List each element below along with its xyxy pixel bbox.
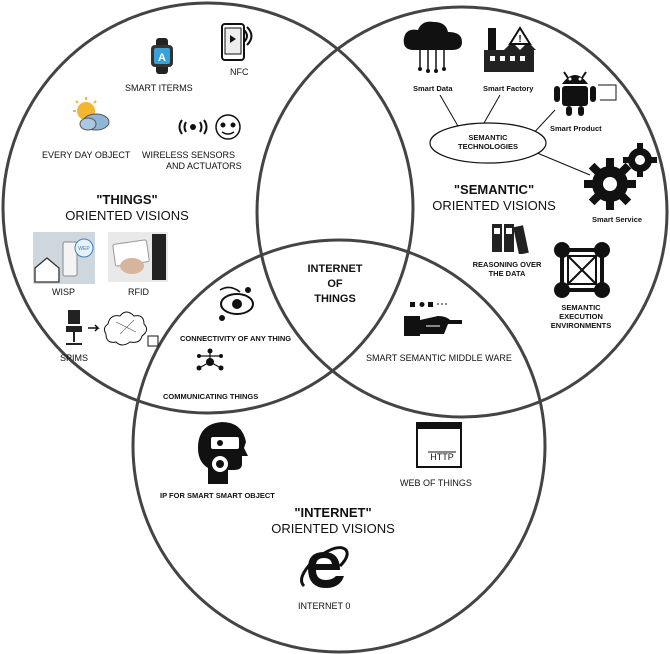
- internet-explorer-icon: [300, 546, 349, 588]
- internet-heading: "INTERNET" ORIENTED VISIONS: [248, 505, 418, 536]
- spims-icon: [66, 310, 159, 347]
- internet-heading-line1: "INTERNET": [294, 505, 372, 520]
- factory-icon: !: [484, 26, 536, 72]
- smart-product-label: Smart Product: [550, 124, 602, 133]
- wisp-label: WISP: [52, 287, 76, 297]
- semantic-heading-line1: "SEMANTIC": [453, 182, 535, 197]
- and-actuators-label: AND ACTUATORS: [166, 161, 242, 171]
- semantic-technologies-ellipse: [429, 122, 547, 164]
- smart-factory-label: Smart Factory: [483, 84, 534, 93]
- network-node-icon: [196, 348, 224, 371]
- exec-line3: ENVIRONMENTS: [550, 321, 612, 330]
- http-window-icon: HTTP: [416, 422, 462, 468]
- things-heading-line1: "THINGS": [96, 192, 158, 207]
- semantic-heading-line2: ORIENTED VISIONS: [432, 197, 556, 213]
- svg-text:WEP: WEP: [78, 246, 90, 252]
- semantic-circle: [255, 5, 669, 419]
- exec-line2: EXECUTION: [559, 312, 603, 321]
- smartwatch-icon: A: [151, 38, 173, 74]
- internet0-label: INTERNET 0: [298, 601, 351, 611]
- things-heading-line2: ORIENTED VISIONS: [65, 207, 189, 223]
- ip-smart-object-label: IP FOR SMART SMART OBJECT: [160, 491, 275, 500]
- binders-icon: [492, 224, 529, 254]
- rfid-label: RFID: [128, 287, 149, 297]
- web-of-things-label: WEB OF THINGS: [400, 478, 472, 488]
- reasoning-label: REASONING OVER THE DATA: [460, 260, 554, 278]
- middleware-label: SMART SEMANTIC MIDDLE WARE: [366, 353, 512, 363]
- core-line3: THINGS: [314, 292, 356, 305]
- rfid-card-icon: [108, 232, 168, 282]
- svg-text:A: A: [158, 52, 166, 64]
- gears-icon: [584, 143, 657, 210]
- iot-core-label: INTERNET OF THINGS: [292, 262, 378, 307]
- semantic-tech-line2: TECHNOLOGIES: [457, 142, 518, 151]
- internet-heading-line2: ORIENTED VISIONS: [271, 520, 395, 536]
- android-icon: [554, 71, 596, 116]
- things-circle: [1, 1, 415, 415]
- semantic-tech-line1: SEMANTIC: [468, 133, 508, 142]
- execution-env-label: SEMANTIC EXECUTION ENVIRONMENTS: [536, 303, 626, 330]
- reasoning-line1: REASONING OVER: [472, 260, 542, 269]
- eye-connect-icon: [219, 286, 254, 321]
- exec-line1: SEMANTIC: [561, 303, 601, 312]
- wisp-device-icon: WEP: [33, 232, 95, 284]
- internet-circle: [131, 238, 547, 654]
- things-heading: "THINGS" ORIENTED VISIONS: [52, 192, 202, 223]
- cloud-data-icon: [403, 21, 462, 73]
- connectivity-label: CONNECTIVITY OF ANY THING: [180, 334, 292, 343]
- handshake-icon: [404, 302, 462, 336]
- smart-items-label: SMART ITERMS: [125, 83, 193, 93]
- communicating-label: COMMUNICATING THINGS: [163, 392, 259, 401]
- semantic-heading: "SEMANTIC" ORIENTED VISIONS: [416, 182, 572, 213]
- execution-env-icon: [554, 242, 610, 298]
- smart-data-label: Smart Data: [413, 84, 453, 93]
- svg-text:!: !: [518, 34, 521, 45]
- every-day-object-label: EVERY DAY OBJECT: [42, 150, 131, 160]
- http-text: HTTP: [430, 452, 454, 462]
- head-vr-icon: [198, 422, 248, 484]
- nfc-phone-icon: [221, 23, 253, 61]
- nfc-label: NFC: [230, 67, 249, 77]
- smart-service-label: Smart Service: [592, 215, 643, 224]
- core-line2: OF: [327, 277, 343, 290]
- core-line1: INTERNET: [307, 263, 363, 275]
- spims-label: SPIMS: [60, 353, 89, 363]
- semantic-technologies-text: SEMANTIC TECHNOLOGIES: [440, 133, 536, 151]
- wireless-sensor-icon: [178, 114, 241, 140]
- wireless-sensors-label: WIRELESS SENSORS: [142, 150, 236, 160]
- reasoning-line2: THE DATA: [488, 269, 526, 278]
- weather-icon: [73, 97, 110, 131]
